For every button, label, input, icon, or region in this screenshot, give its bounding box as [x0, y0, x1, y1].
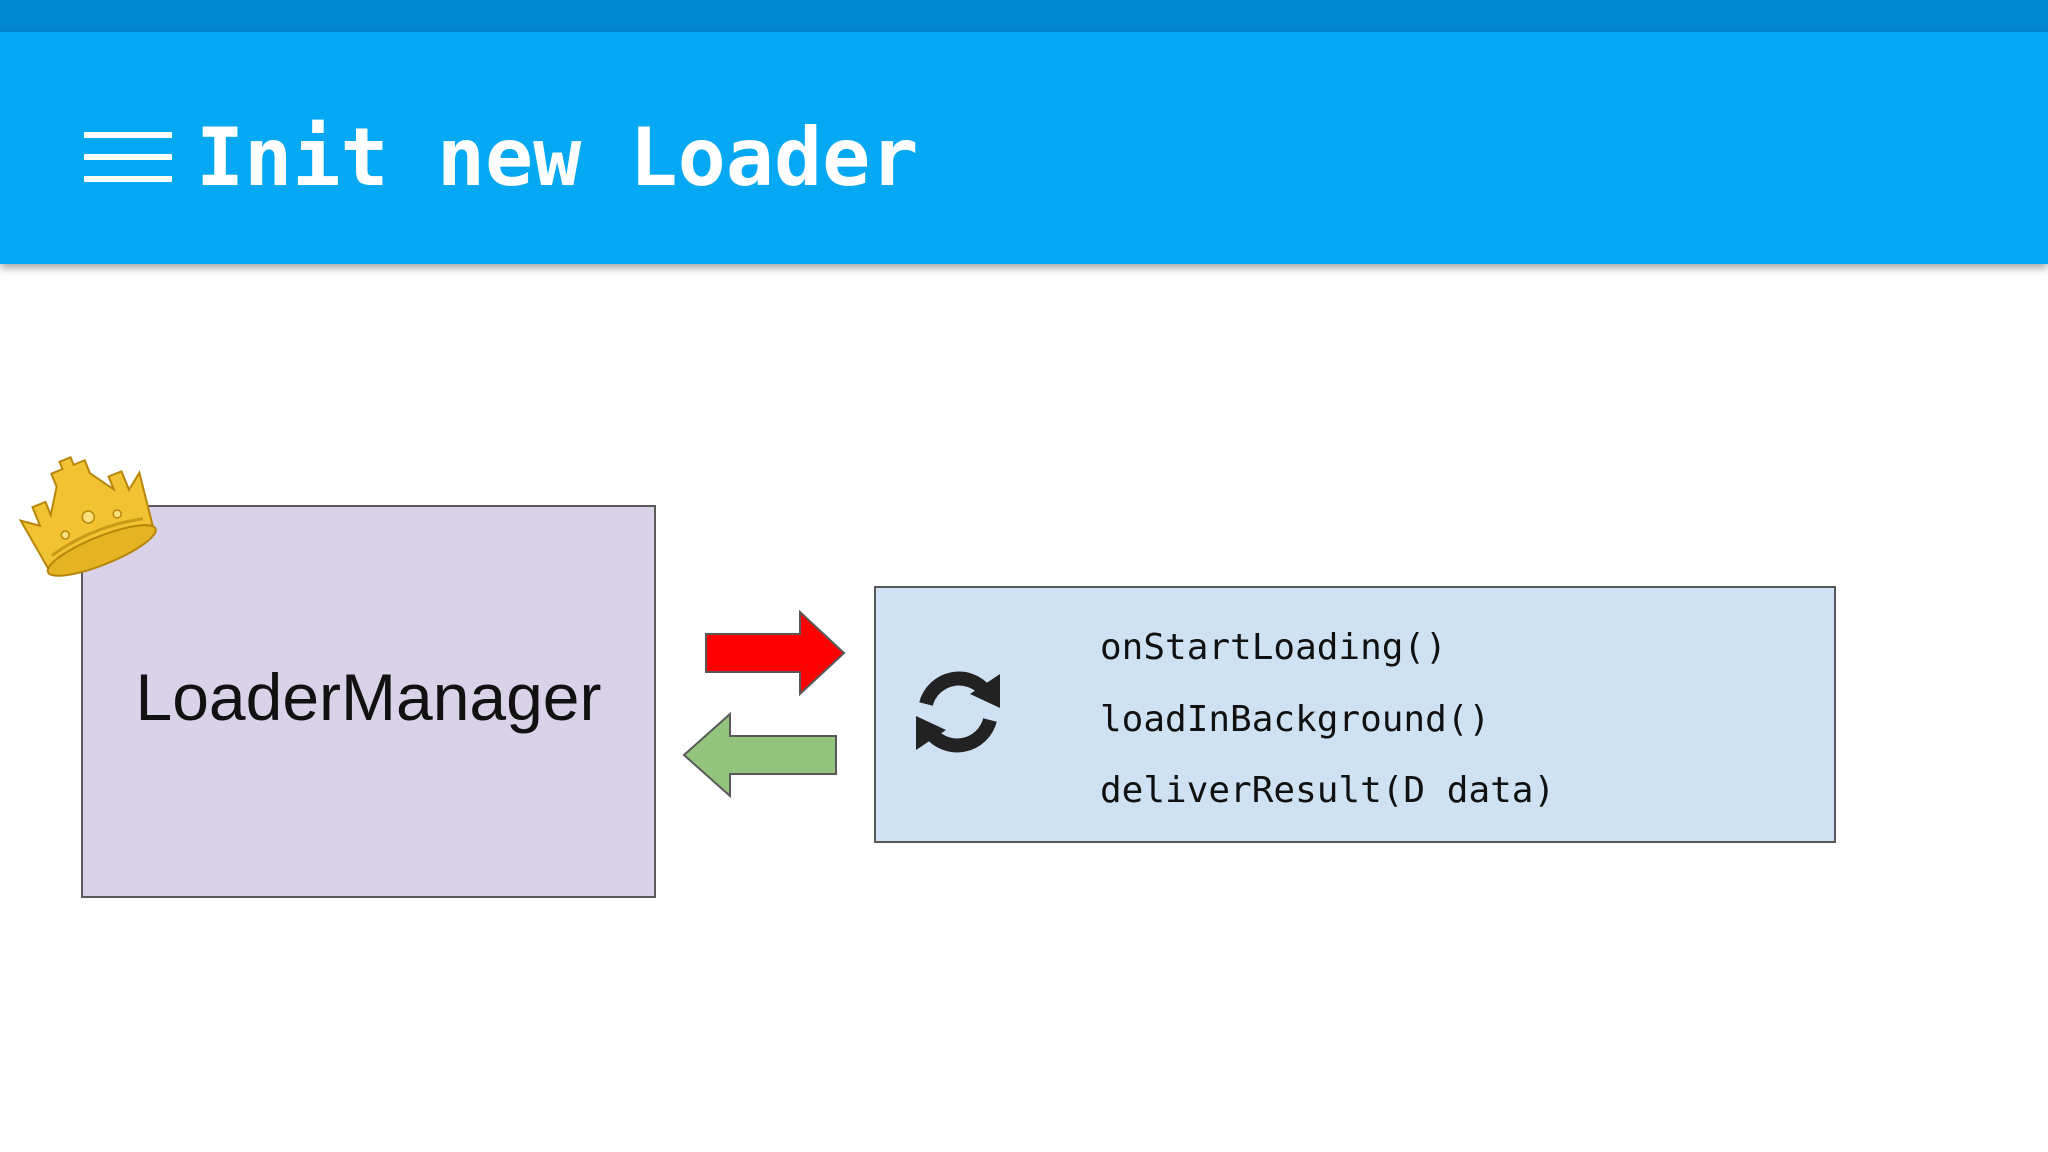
loader-manager-box: LoaderManager [81, 505, 656, 898]
arrow-left-icon [682, 712, 837, 798]
loader-box [874, 586, 1836, 843]
refresh-icon [916, 671, 1000, 753]
method-deliver-result: deliverResult(D data) [1100, 770, 1556, 811]
arrow-right-shape [705, 610, 846, 696]
method-on-start-loading: onStartLoading() [1100, 627, 1447, 668]
crown-icon [18, 456, 157, 577]
slide-title: Init new Loader [196, 111, 919, 204]
header-bar [0, 32, 2048, 264]
loader-manager-label: LoaderManager [135, 659, 602, 734]
arrow-right-icon [705, 610, 846, 696]
arrow-left-shape [682, 712, 837, 798]
method-load-in-background: loadInBackground() [1100, 699, 1491, 740]
hamburger-menu-icon[interactable] [84, 132, 172, 182]
top-strip [0, 0, 2048, 32]
